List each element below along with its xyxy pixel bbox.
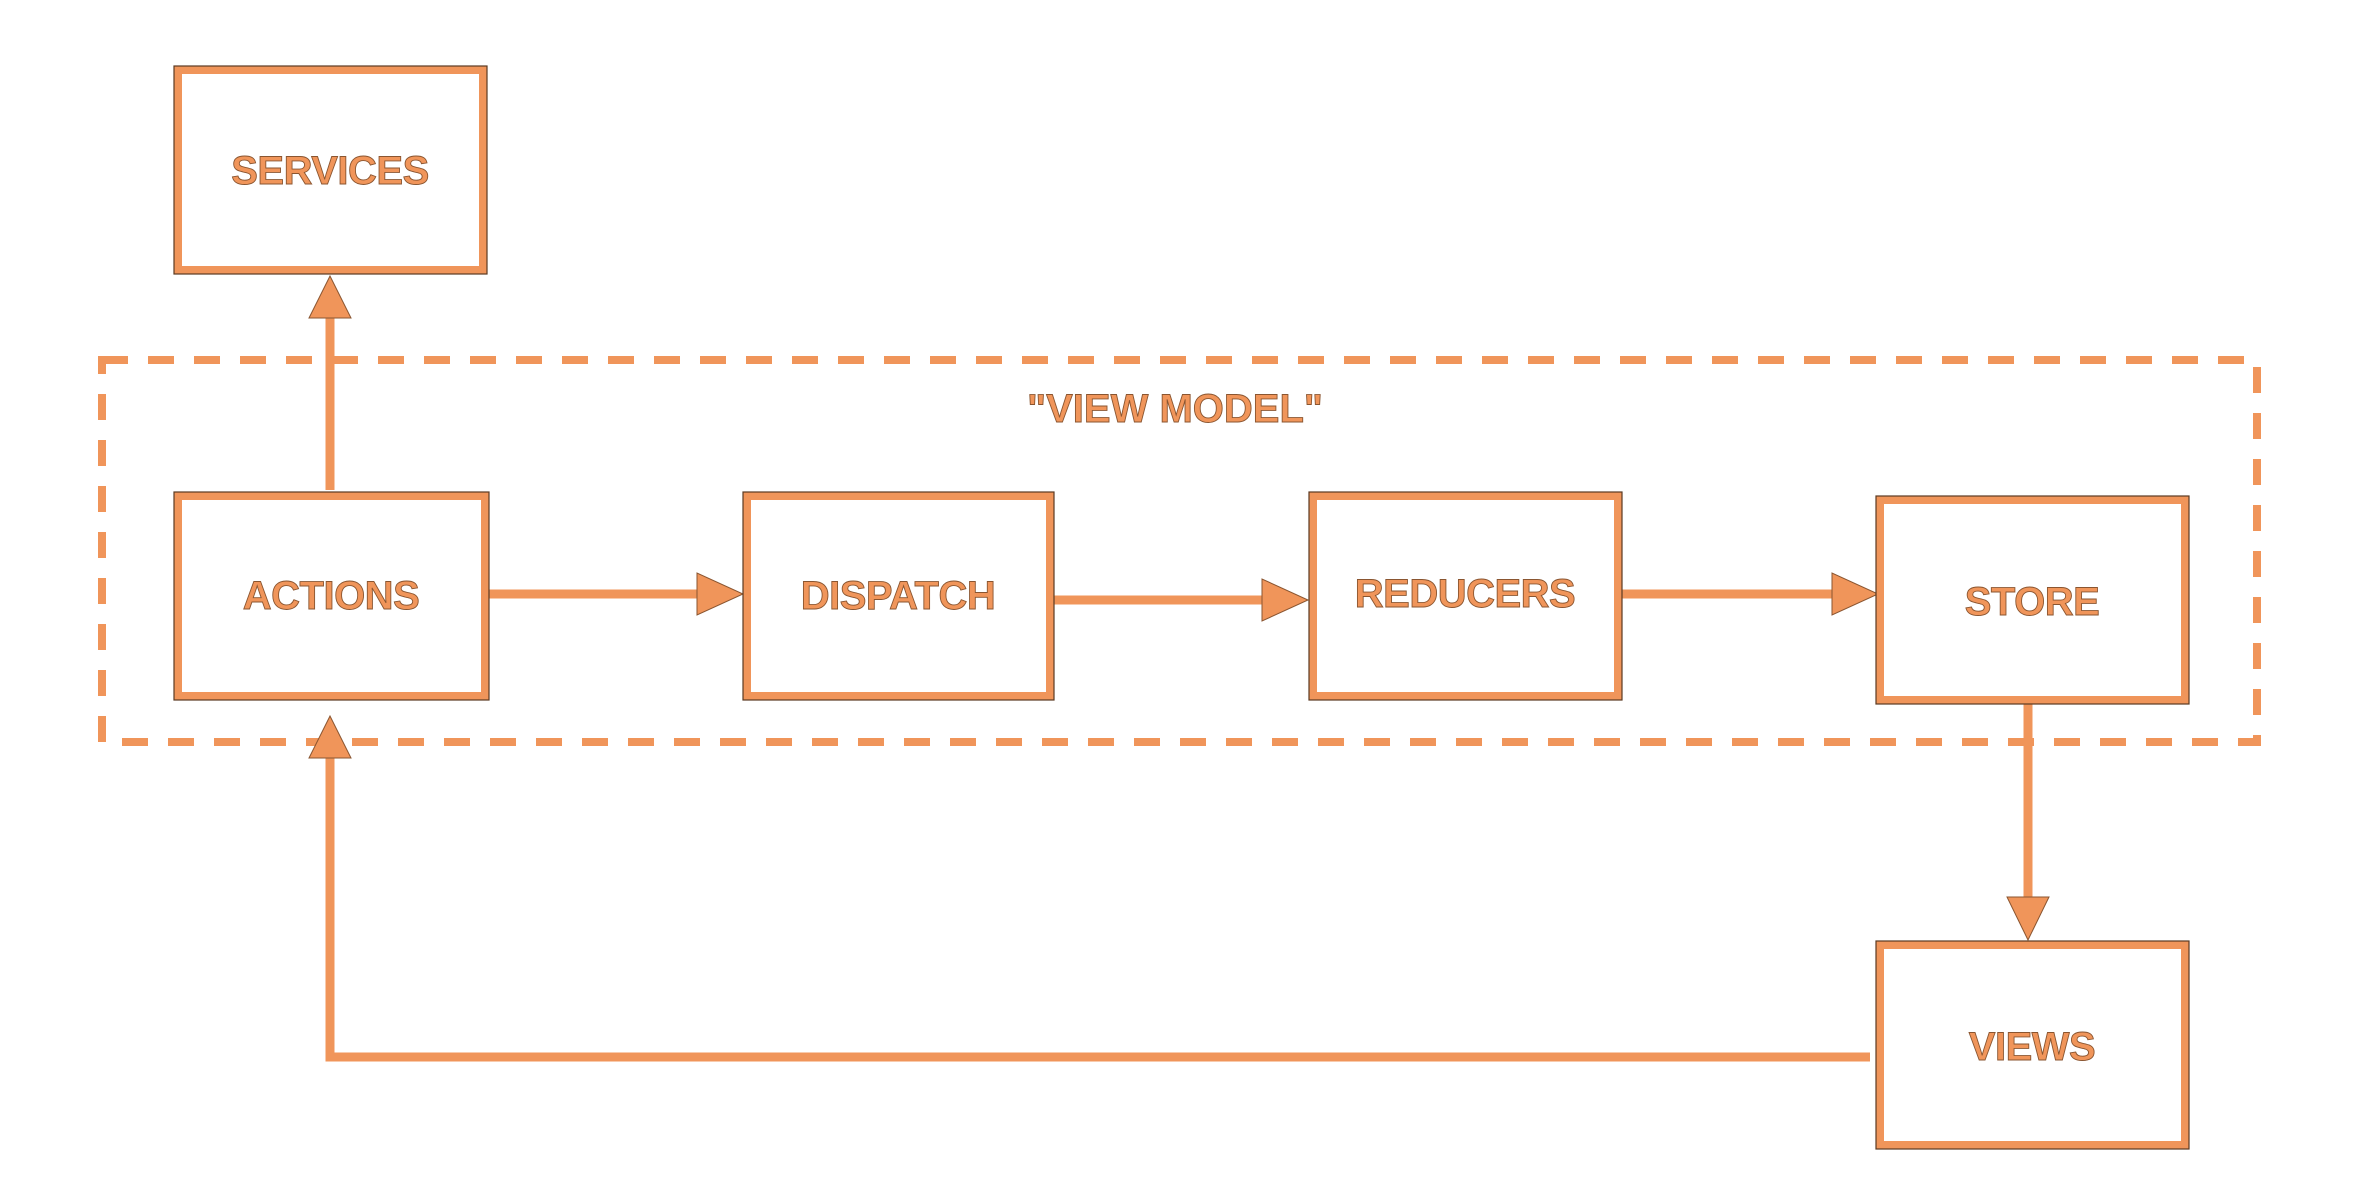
store-node: STORE (1875, 495, 2190, 705)
views-label: VIEWS (1969, 1025, 2095, 1069)
dispatch-label: DISPATCH (801, 574, 996, 618)
view-model-group-border (98, 356, 2261, 746)
services-node: SERVICES (173, 65, 488, 275)
view-model-group-label: "VIEW MODEL" (1027, 387, 1323, 431)
actions-label: ACTIONS (243, 574, 420, 618)
dispatch-node: DISPATCH (742, 491, 1055, 701)
reducers-label: REDUCERS (1355, 572, 1575, 616)
arrowhead-to-store (1831, 572, 1880, 616)
arrowhead-to-views (2006, 896, 2050, 942)
arrowhead-to-services (308, 274, 352, 319)
services-label: SERVICES (231, 149, 429, 193)
store-label: STORE (1965, 580, 2100, 624)
arrowhead-to-reducers (1261, 578, 1310, 622)
views-node: VIEWS (1875, 940, 2190, 1150)
arrowhead-to-actions (308, 714, 352, 759)
actions-node: ACTIONS (173, 491, 490, 701)
arrowhead-to-dispatch (696, 572, 745, 616)
edge-views-to-actions (325, 758, 1870, 1062)
reducers-node: REDUCERS (1308, 491, 1623, 701)
